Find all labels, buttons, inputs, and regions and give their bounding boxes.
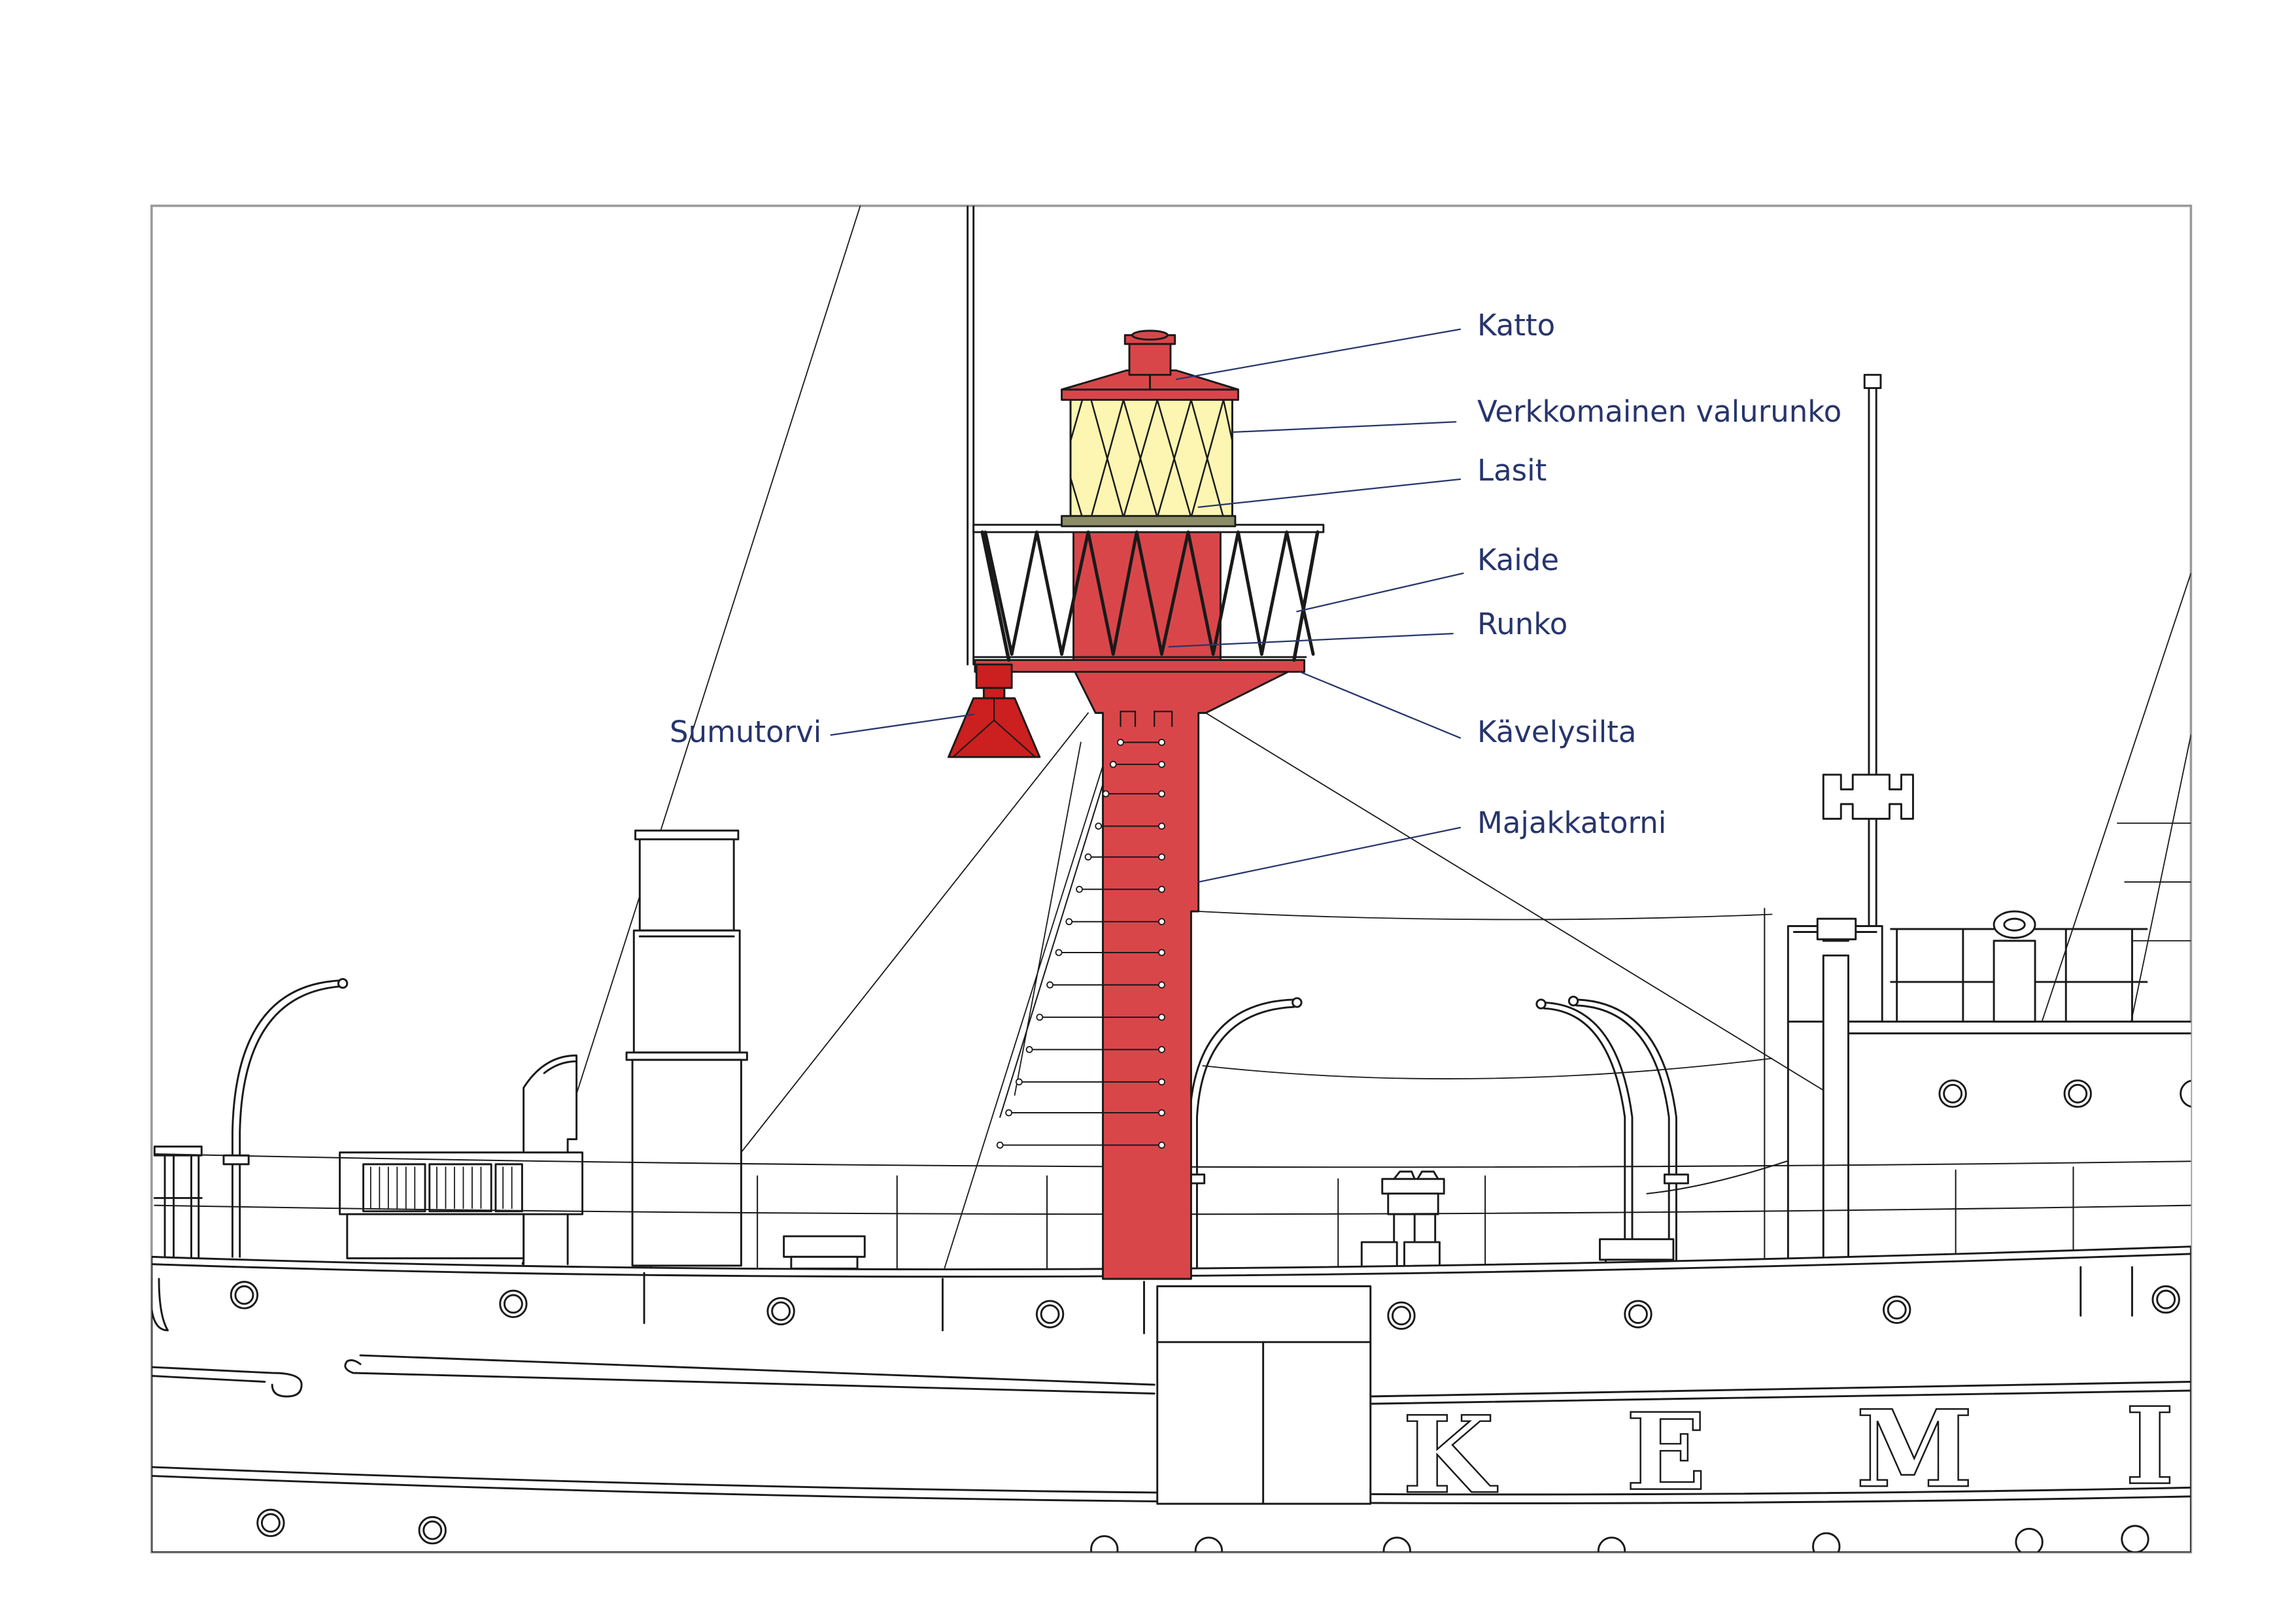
lantern-base-ring xyxy=(1061,515,1237,528)
mast xyxy=(967,205,975,666)
leader-majakkatorni xyxy=(1197,826,1462,883)
label-katto: Katto xyxy=(1477,308,1556,343)
ladder-rungs xyxy=(1120,711,1173,727)
ladder-steps xyxy=(999,741,1163,1146)
ladder-knots xyxy=(996,739,1165,1149)
label-verkkomainen-valurunko: Verkkomainen valurunko xyxy=(1477,394,1842,429)
leader-sumutorvi xyxy=(830,713,974,736)
label-kavelysilta: Kävelysilta xyxy=(1477,715,1637,749)
label-lasit: Lasit xyxy=(1477,453,1547,488)
roof-vent-top xyxy=(1131,330,1169,341)
deckhouse xyxy=(1787,910,2191,1273)
skylight xyxy=(339,1151,584,1260)
hull-letter: E xyxy=(1626,1391,1706,1515)
leader-runko xyxy=(1168,632,1454,648)
hull-name-block xyxy=(1156,1285,1372,1505)
leader-katto xyxy=(1175,328,1462,381)
leader-lasit xyxy=(1197,478,1462,508)
leader-lines xyxy=(830,328,1464,883)
label-kaide: Kaide xyxy=(1477,543,1560,577)
leader-kavelysilta xyxy=(1299,671,1462,739)
hull-letter: K xyxy=(1403,1393,1498,1517)
roof-vent xyxy=(1128,341,1172,376)
gallery-railing xyxy=(972,524,1325,662)
tower-column xyxy=(1072,668,1295,1280)
label-sumutorvi: Sumutorvi xyxy=(670,715,822,749)
aft-mast xyxy=(1822,373,1914,1023)
fog-horn xyxy=(948,663,1041,758)
walkway xyxy=(974,659,1306,673)
hull-letter: I xyxy=(2125,1385,2175,1509)
label-runko: Runko xyxy=(1477,607,1568,641)
lighthouse-tower xyxy=(972,330,1325,1280)
leader-verkkomainen-valurunko xyxy=(1231,421,1457,433)
deck-post xyxy=(153,1145,203,1262)
lattice-frame xyxy=(1069,399,1233,518)
label-majakkatorni: Majakkatorni xyxy=(1477,805,1667,840)
hull-letter: M xyxy=(1856,1387,1973,1512)
leader-kaide xyxy=(1296,572,1464,613)
